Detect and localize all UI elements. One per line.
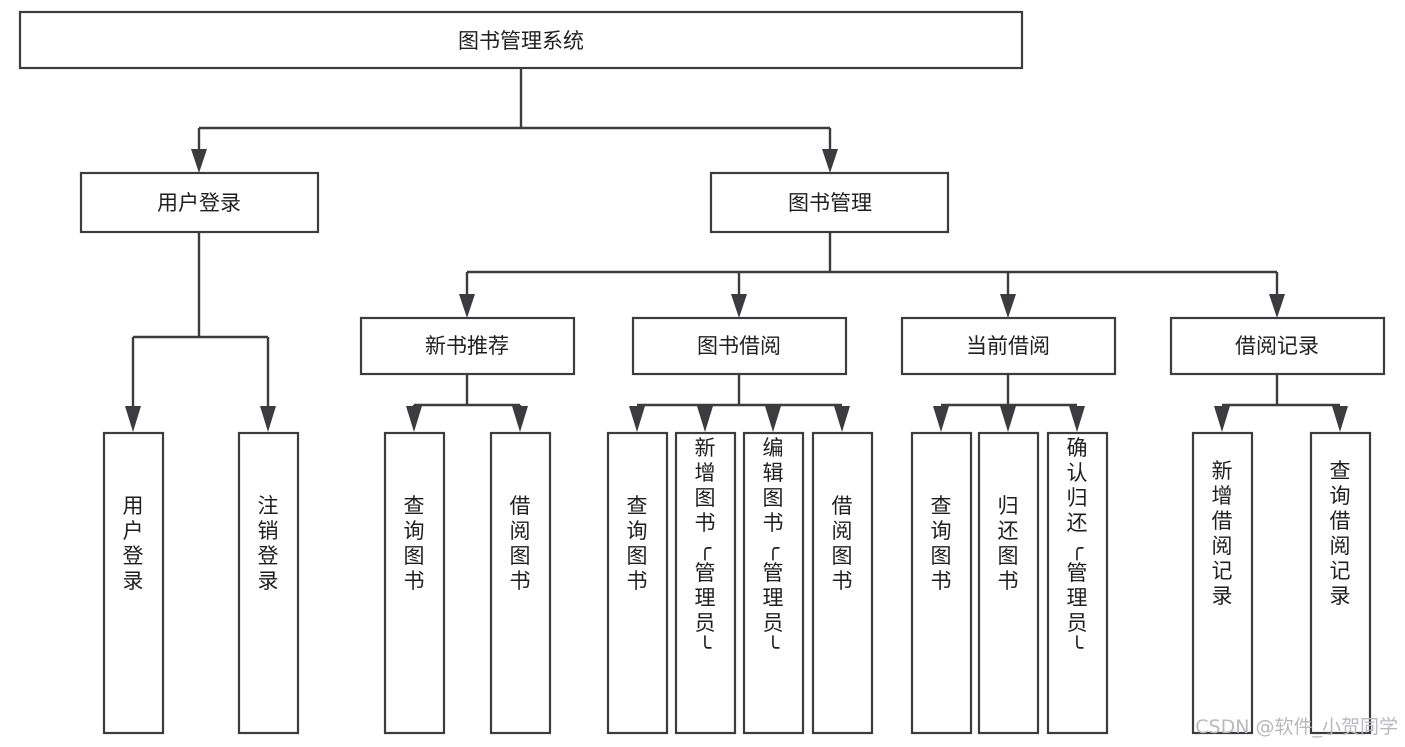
leaf-add-book-label: 新增图书╭管理员╰ (695, 436, 716, 660)
leaf-borrow-book-2-label: 借阅图书 (832, 494, 853, 593)
node-leaf-query-book-1[interactable]: 查询图书 (383, 431, 446, 735)
leaf-user-logout-label: 注销登录 (258, 494, 279, 593)
borrow-record-label: 借阅记录 (1235, 334, 1319, 358)
root-label: 图书管理系统 (458, 29, 584, 53)
arrow-head-leaf-query-book-1 (406, 406, 422, 432)
book-manage-label: 图书管理 (788, 191, 872, 215)
arrow-head-borrow-record (1269, 294, 1285, 318)
leaf-user-logout-box[interactable] (237, 431, 300, 735)
arrow-head-new-book-recommend (459, 294, 475, 318)
new-book-recommend-label: 新书推荐 (425, 334, 509, 358)
arrow-head-leaf-query-record (1332, 406, 1348, 432)
arrow-head-book-manage (822, 149, 838, 173)
node-leaf-query-book-3[interactable]: 查询图书 (910, 431, 973, 735)
node-root[interactable]: 图书管理系统 (18, 10, 1024, 70)
arrow-head-leaf-query-book-2 (629, 406, 645, 432)
current-borrow-label: 当前借阅 (966, 334, 1050, 358)
leaf-return-book-label: 归还图书 (998, 494, 1019, 593)
node-leaf-borrow-book-2[interactable]: 借阅图书 (811, 431, 874, 735)
book-borrow-box[interactable] (631, 316, 848, 376)
leaf-borrow-book-1-label: 借阅图书 (510, 494, 531, 593)
arrow-head-current-borrow (1000, 294, 1016, 318)
borrow-record-box[interactable] (1169, 316, 1386, 376)
leaf-borrow-book-1-box[interactable] (489, 431, 552, 735)
arrow-head-leaf-borrow-book-2 (834, 406, 850, 432)
arrow-head-leaf-add-book (697, 406, 713, 432)
node-leaf-add-book[interactable]: 新增图书╭管理员╰ (674, 431, 737, 735)
leaf-return-book-box[interactable] (977, 431, 1040, 735)
arrow-head-leaf-confirm-return (1069, 406, 1085, 432)
leaf-query-book-1-box[interactable] (383, 431, 446, 735)
node-leaf-edit-book[interactable]: 编辑图书╭管理员╰ (742, 431, 805, 735)
connector-layer (125, 68, 1348, 432)
leaf-query-record-label: 查询借阅记录 (1330, 459, 1351, 608)
arrow-head-book-borrow (731, 294, 747, 318)
arrow-head-leaf-user-logout (260, 406, 276, 432)
book-manage-box[interactable] (709, 171, 950, 234)
leaf-confirm-return-box[interactable] (1046, 431, 1109, 735)
leaf-user-login-box[interactable] (102, 431, 165, 735)
node-user-login[interactable]: 用户登录 (79, 171, 320, 234)
node-current-borrow[interactable]: 当前借阅 (900, 316, 1117, 376)
node-borrow-record[interactable]: 借阅记录 (1169, 316, 1386, 376)
root-box[interactable] (18, 10, 1024, 70)
arrow-head-leaf-user-login (125, 406, 141, 432)
leaf-query-book-2-box[interactable] (606, 431, 669, 735)
node-book-manage[interactable]: 图书管理 (709, 171, 950, 234)
node-leaf-borrow-book-1[interactable]: 借阅图书 (489, 431, 552, 735)
book-borrow-label: 图书借阅 (697, 334, 781, 358)
arrow-head-leaf-query-book-3 (933, 406, 949, 432)
node-leaf-query-record[interactable]: 查询借阅记录 (1309, 431, 1372, 735)
node-book-borrow[interactable]: 图书借阅 (631, 316, 848, 376)
node-leaf-add-record[interactable]: 新增借阅记录 (1191, 431, 1254, 735)
node-leaf-confirm-return[interactable]: 确认归还╭管理员╰ (1046, 431, 1109, 735)
arrow-head-leaf-add-record (1214, 406, 1230, 432)
current-borrow-box[interactable] (900, 316, 1117, 376)
leaf-add-record-box[interactable] (1191, 431, 1254, 735)
node-leaf-user-logout[interactable]: 注销登录 (237, 431, 300, 735)
leaf-edit-book-box[interactable] (742, 431, 805, 735)
leaf-add-record-label: 新增借阅记录 (1212, 459, 1233, 608)
leaf-confirm-return-label: 确认归还╭管理员╰ (1067, 436, 1088, 660)
node-leaf-user-login[interactable]: 用户登录 (102, 431, 165, 735)
leaf-query-book-1-label: 查询图书 (404, 494, 425, 593)
leaf-query-record-box[interactable] (1309, 431, 1372, 735)
leaf-query-book-2-label: 查询图书 (627, 494, 648, 593)
arrow-head-leaf-edit-book (765, 406, 781, 432)
leaf-add-book-box[interactable] (674, 431, 737, 735)
node-leaf-query-book-2[interactable]: 查询图书 (606, 431, 669, 735)
node-new-book-recommend[interactable]: 新书推荐 (359, 316, 576, 376)
leaf-edit-book-label: 编辑图书╭管理员╰ (763, 436, 784, 660)
user-login-box[interactable] (79, 171, 320, 234)
leaf-user-login-label: 用户登录 (123, 494, 144, 593)
arrow-head-leaf-borrow-book-1 (512, 406, 528, 432)
new-book-recommend-box[interactable] (359, 316, 576, 376)
leaf-query-book-3-label: 查询图书 (931, 494, 952, 593)
arrow-head-user-login (191, 149, 207, 173)
csdn-watermark: CSDN @软件_小贺同学 (1195, 716, 1398, 738)
arrow-head-leaf-return-book (1000, 406, 1016, 432)
user-login-label: 用户登录 (157, 191, 241, 215)
node-leaf-return-book[interactable]: 归还图书 (977, 431, 1040, 735)
leaf-borrow-book-2-box[interactable] (811, 431, 874, 735)
leaf-query-book-3-box[interactable] (910, 431, 973, 735)
